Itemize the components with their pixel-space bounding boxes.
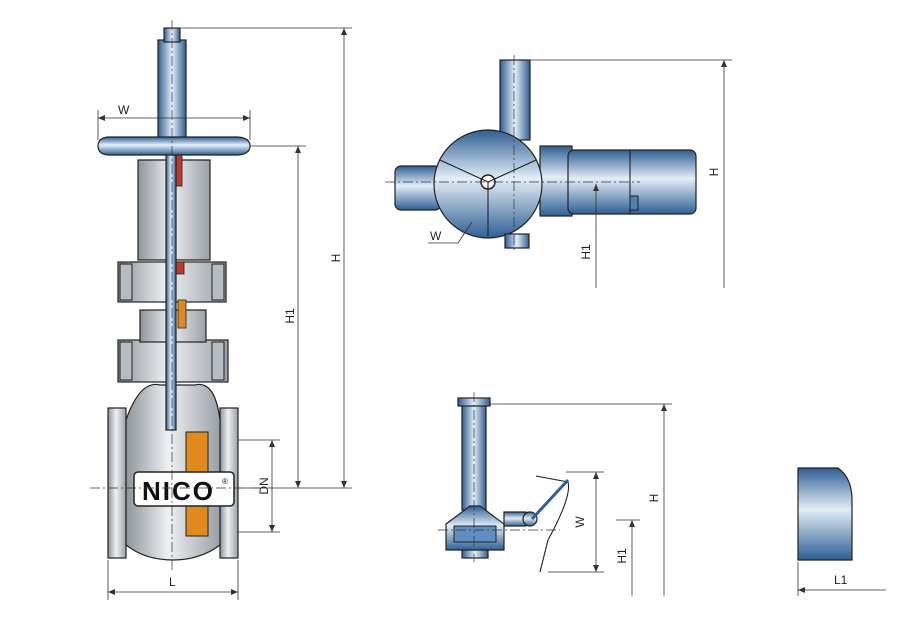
- dimension-label-H1: H1: [283, 308, 297, 324]
- electric-actuator-view: W H H1: [385, 55, 732, 288]
- actuator-terminal: [629, 195, 639, 211]
- stem-lower: [165, 149, 177, 431]
- actuator-stem: [499, 59, 531, 141]
- gear-base: [461, 549, 489, 559]
- dimension-label-DN: DN: [257, 477, 271, 494]
- actuator-dimension-H1: H1: [579, 184, 599, 288]
- actuator-label-H1: H1: [579, 244, 593, 260]
- gear-dimension-H: H: [490, 403, 672, 596]
- gear-handwheel-rim: [530, 478, 570, 521]
- actuator-label-W: W: [430, 229, 442, 243]
- dimension-label-H: H: [329, 254, 343, 263]
- gear-dimension-H1: H1: [615, 519, 640, 596]
- dimension-H1: H1: [250, 145, 306, 488]
- bare-stem-dimension-L1: L1: [797, 562, 886, 596]
- left-flange: [107, 407, 127, 559]
- bare-stem-view: L1: [797, 467, 886, 596]
- dimension-H: H: [172, 27, 352, 489]
- actuator-bottom-boss: [504, 233, 530, 249]
- gear-operator-view: W H1 H: [438, 392, 672, 596]
- registered-mark: ®: [222, 477, 228, 486]
- gear-housing-inner: [453, 525, 497, 543]
- brand-logo-box: [133, 471, 235, 507]
- bare-stem-label-L1: L1: [834, 573, 848, 587]
- actuator-dimension-W: W: [428, 221, 473, 244]
- gear-label-H1: H1: [615, 548, 629, 564]
- handwheel-valve-view: NICO ® W H H1: [90, 20, 352, 600]
- packing: [177, 299, 187, 329]
- dimension-L: L: [107, 560, 239, 600]
- dimension-W: W: [97, 103, 251, 140]
- bolt-icon: [119, 263, 133, 301]
- bolt-icon: [211, 341, 225, 381]
- gear-label-H: H: [647, 494, 661, 503]
- dimension-label-W: W: [118, 103, 130, 117]
- actuator-dimension-H: H: [530, 59, 732, 288]
- bolt-icon: [211, 263, 225, 301]
- gear-dimension-W: W: [548, 471, 604, 573]
- actuator-motor-flange: [539, 145, 573, 217]
- handwheel: [97, 136, 251, 156]
- bare-stem-block: [797, 467, 853, 561]
- bolt-icon: [119, 341, 133, 381]
- gear-handwheel-spoke: [535, 475, 570, 573]
- actuator-label-H: H: [707, 168, 721, 177]
- gear-label-W: W: [573, 516, 587, 528]
- dimension-DN: DN: [238, 439, 280, 533]
- dimension-label-L: L: [169, 575, 176, 589]
- brand-logo: NICO: [142, 476, 215, 506]
